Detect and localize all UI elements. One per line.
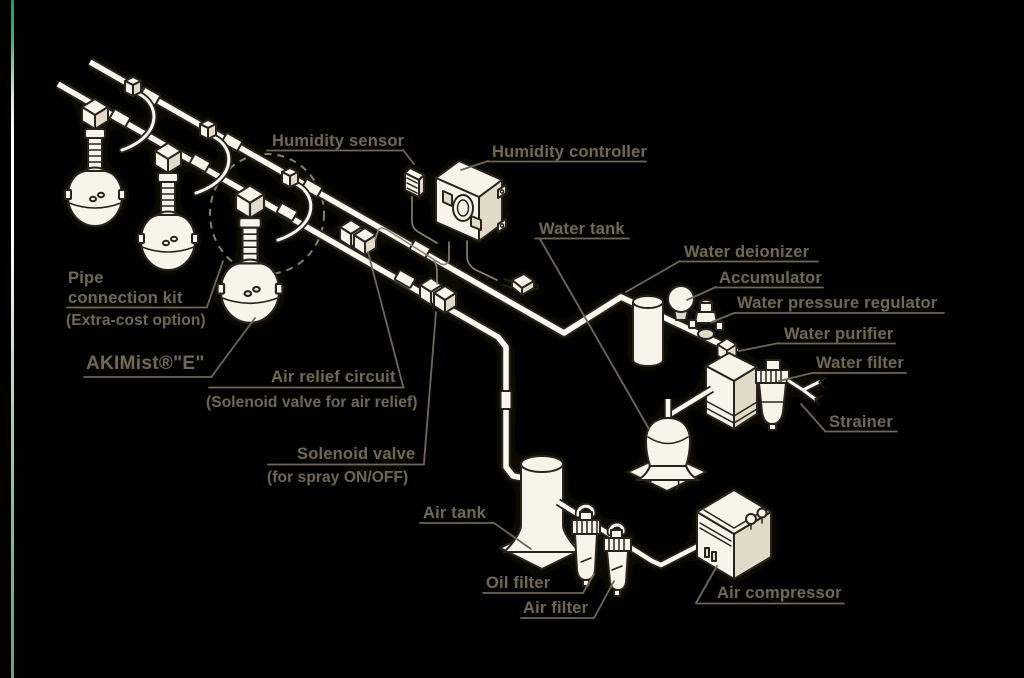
water-tank-unit <box>627 385 715 492</box>
water-supply-pipe <box>87 57 740 357</box>
svg-text:Air relief circuit: Air relief circuit <box>271 368 396 386</box>
label-air-relief-circuit: Air relief circuit (Solenoid valve for a… <box>206 251 418 411</box>
svg-text:Water tank: Water tank <box>539 220 625 238</box>
label-oil-filter: Oil filter <box>482 573 595 594</box>
svg-text:Air filter: Air filter <box>523 599 589 617</box>
svg-text:Water deionizer: Water deionizer <box>684 243 810 261</box>
label-humidity-sensor: Humidity sensor <box>266 132 415 165</box>
compressed-air-line <box>555 498 702 569</box>
label-strainer: Strainer <box>800 403 898 433</box>
label-water-filter: Water filter <box>778 354 907 382</box>
hose-fitting <box>281 167 299 188</box>
svg-text:Oil filter: Oil filter <box>486 574 551 592</box>
water-purifier-unit <box>705 337 758 430</box>
svg-text:connection kit: connection kit <box>68 289 183 307</box>
svg-text:(for spray ON/OFF): (for spray ON/OFF) <box>267 469 408 486</box>
label-air-compressor: Air compressor <box>695 565 845 605</box>
oil-filter-unit <box>571 503 601 587</box>
humidity-sensor-unit <box>404 167 425 198</box>
hose-fitting <box>124 76 142 97</box>
power-plug <box>502 273 539 296</box>
strainer-unit <box>785 377 827 406</box>
label-akimist: AKIMist®"E" <box>83 317 256 378</box>
svg-text:Water pressure regulator: Water pressure regulator <box>737 294 938 312</box>
accumulator-unit <box>667 285 695 321</box>
svg-text:Strainer: Strainer <box>829 413 893 431</box>
spray-solenoid-valve <box>419 277 457 314</box>
svg-text:Solenoid valve: Solenoid valve <box>297 445 415 463</box>
svg-text:Water filter: Water filter <box>816 354 904 372</box>
left-edge-stripe <box>11 0 14 678</box>
svg-text:(Solenoid valve for air relief: (Solenoid valve for air relief) <box>206 394 418 411</box>
label-water-pressure-regulator: Water pressure regulator <box>711 294 945 323</box>
svg-text:Pipe: Pipe <box>68 269 104 287</box>
svg-text:(Extra-cost option): (Extra-cost option) <box>66 312 206 329</box>
labels-layer: Humidity sensor Humidity controller Wate… <box>66 132 945 619</box>
humidity-controller-unit <box>435 160 507 242</box>
nozzle-hoses <box>118 88 315 244</box>
label-humidity-controller: Humidity controller <box>460 143 647 171</box>
hose-fitting <box>199 119 217 140</box>
label-water-tank: Water tank <box>534 220 650 430</box>
label-solenoid-valve: Solenoid valve (for spray ON/OFF) <box>267 311 437 486</box>
label-accumulator: Accumulator <box>686 269 824 301</box>
label-air-tank: Air tank <box>419 504 532 550</box>
svg-text:Humidity controller: Humidity controller <box>492 143 647 161</box>
label-pipe-connection-kit: Pipe connection kit (Extra-cost option) <box>66 260 224 329</box>
water-filter-unit <box>755 359 790 431</box>
label-water-deionizer: Water deionizer <box>625 243 819 293</box>
svg-text:Air tank: Air tank <box>423 504 487 522</box>
water-pressure-regulator-unit <box>688 299 724 340</box>
svg-text:Water purifier: Water purifier <box>784 325 894 343</box>
svg-text:Accumulator: Accumulator <box>719 269 822 287</box>
control-wires <box>374 196 498 285</box>
label-air-filter: Air filter <box>520 580 615 619</box>
label-water-purifier: Water purifier <box>738 325 896 352</box>
svg-text:Humidity sensor: Humidity sensor <box>272 132 405 150</box>
air-compressor-unit <box>696 489 772 580</box>
svg-text:Air compressor: Air compressor <box>717 584 842 602</box>
svg-text:AKIMist®"E": AKIMist®"E" <box>86 353 205 374</box>
water-deionizer-unit <box>632 295 664 367</box>
